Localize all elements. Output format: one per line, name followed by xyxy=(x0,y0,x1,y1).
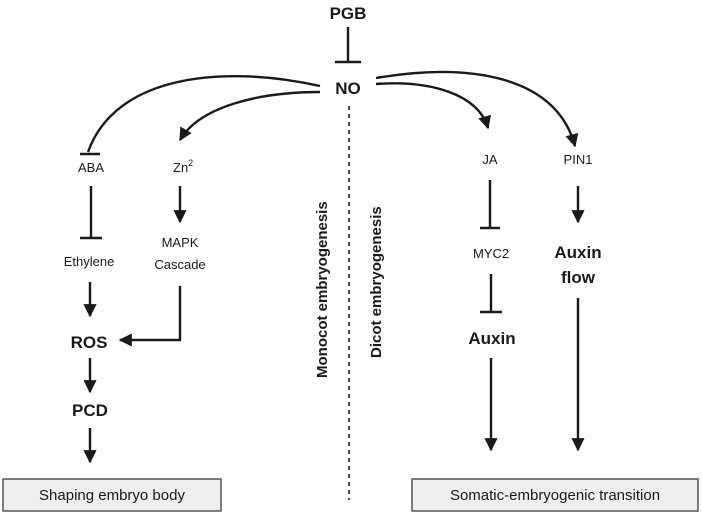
outcome-left-label: Shaping embryo body xyxy=(39,487,185,504)
zn-label: Zn xyxy=(173,160,188,175)
node-pcd: PCD xyxy=(72,401,108,420)
dicot-label: Dicot embryogenesis xyxy=(368,206,385,358)
node-ethylene: Ethylene xyxy=(64,254,115,269)
monocot-label: Monocot embryogenesis xyxy=(314,201,331,378)
node-auxin-flow-line1: Auxin xyxy=(554,243,601,262)
outcome-box-left: Shaping embryo body xyxy=(2,478,222,512)
node-pgb: PGB xyxy=(330,4,367,23)
node-no: NO xyxy=(335,79,361,98)
node-pin1: PIN1 xyxy=(564,152,593,167)
node-mapk-line1: MAPK xyxy=(162,235,199,250)
no-to-pin1-curve xyxy=(375,70,579,148)
no-to-ja-curve xyxy=(375,82,491,130)
no-to-zn-curve xyxy=(178,90,321,142)
outcome-right-label: Somatic-embryogenic transition xyxy=(450,487,660,504)
node-zn: Zn2 xyxy=(173,158,193,175)
node-mapk-line2: Cascade xyxy=(154,257,205,272)
zn-superscript: 2 xyxy=(188,158,193,168)
node-auxin-flow-line2: flow xyxy=(561,268,596,287)
node-aba: ABA xyxy=(78,160,104,175)
node-auxin: Auxin xyxy=(468,329,515,348)
node-ja: JA xyxy=(482,152,498,167)
mapk-to-ros xyxy=(118,286,182,347)
no-to-aba-curve xyxy=(86,74,321,153)
node-myc2: MYC2 xyxy=(473,246,509,261)
outcome-box-right: Somatic-embryogenic transition xyxy=(411,478,699,512)
node-ros: ROS xyxy=(71,333,108,352)
